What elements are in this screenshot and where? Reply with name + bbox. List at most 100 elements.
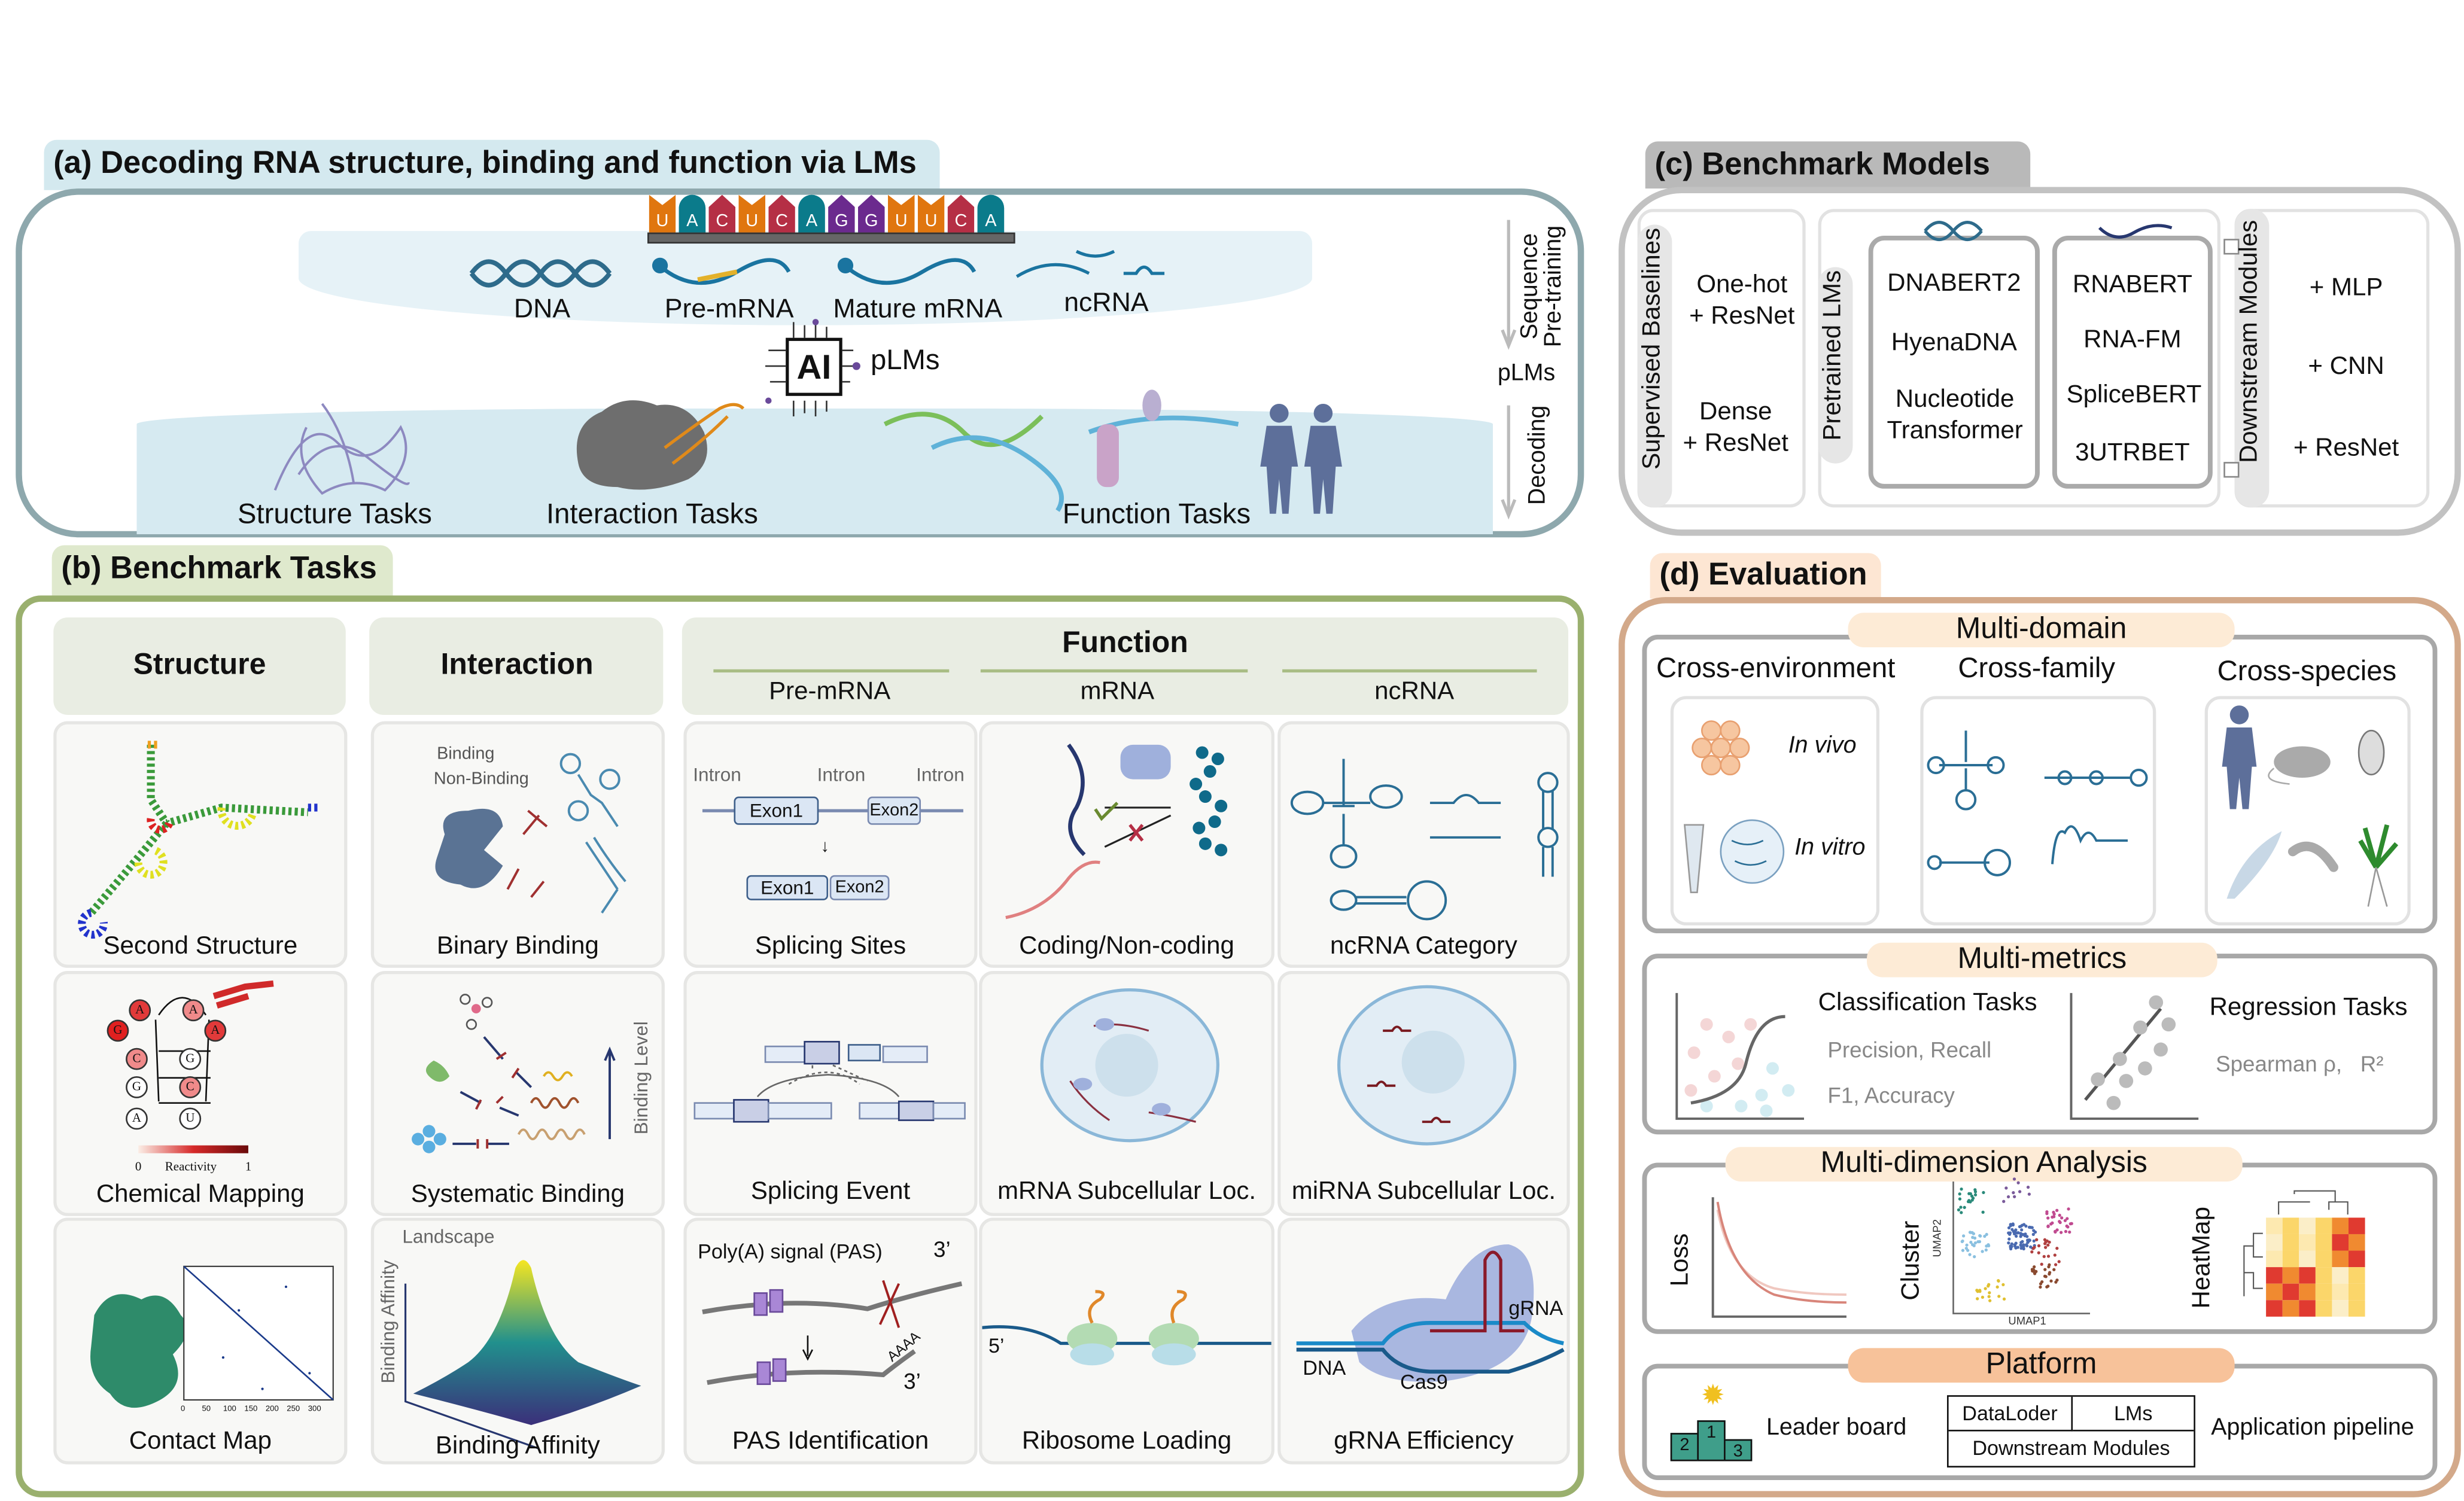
cluster-point: [2033, 1272, 2037, 1275]
module-resnet: + ResNet: [2293, 435, 2399, 462]
in-vivo-label: In vivo: [1788, 732, 1857, 759]
heatmap-label: HeatMap: [2189, 1206, 2216, 1309]
cluster-point: [2049, 1279, 2053, 1283]
pipeline-diagram: DataLoder LMs Downstream Modules: [1946, 1395, 2195, 1467]
task-label: Splicing Event: [750, 1178, 911, 1205]
heatmap-cell: [2266, 1267, 2283, 1284]
test-tube-icon: [1683, 819, 1785, 894]
cluster-point: [2016, 1181, 2020, 1185]
cas9-grna-icon: [1296, 1244, 1565, 1382]
downstream-modules-label: Downstream Modules: [2236, 220, 2263, 464]
heatmap-cell: [2332, 1234, 2349, 1251]
cluster-point: [2008, 1231, 2012, 1235]
cluster-point: [2045, 1285, 2049, 1289]
pre-mrna-strand: [702, 809, 963, 812]
cluster-point: [1988, 1299, 1992, 1302]
task-binary-binding: Binding Non-Binding Binary Binding: [370, 721, 665, 968]
cluster-point: [2045, 1210, 2049, 1214]
nucleotide-tile-a: A: [977, 194, 1005, 236]
heatmap-cell: [2349, 1217, 2365, 1234]
task-coding-noncoding: Coding/Non-coding: [979, 721, 1274, 968]
cluster-point: [2037, 1244, 2041, 1248]
ncrna-icon: [1015, 249, 1165, 278]
cluster-point: [1960, 1187, 1963, 1191]
nucleotide-tile-u: U: [649, 194, 676, 236]
landscape-label: Landscape: [402, 1225, 495, 1248]
cluster-point: [2047, 1265, 2051, 1269]
contact-map-plot: [183, 1265, 334, 1401]
dataloader-box: DataLoder: [1948, 1396, 2073, 1432]
downstream-modules-box: Downstream Modules: [1972, 1436, 2170, 1460]
classification-metrics-2: F1, Accuracy: [1827, 1082, 1955, 1108]
cluster-point: [1967, 1192, 1971, 1195]
cluster-point: [1957, 1208, 1961, 1212]
heatmap-cell: [2332, 1250, 2349, 1268]
cluster-point: [1973, 1241, 1977, 1245]
header-interaction: Interaction: [369, 617, 664, 715]
cas9-label: Cas9: [1400, 1370, 1448, 1394]
contact-map-tick: 150: [244, 1404, 258, 1414]
cluster-point: [2027, 1238, 2030, 1242]
species-icons: [2222, 705, 2399, 907]
cross-species-box: [2204, 696, 2411, 925]
nucleotide-tile-u: U: [738, 194, 766, 236]
cluster-point: [2042, 1255, 2046, 1258]
pre-mrna-icon: [652, 257, 791, 285]
task-label: mRNA Subcellular Loc.: [997, 1178, 1257, 1205]
cluster-point: [1960, 1211, 1963, 1214]
heatmap-cell: [2282, 1217, 2299, 1234]
cluster-point: [1985, 1232, 1988, 1237]
cluster-point: [2019, 1232, 2022, 1235]
loop-base: G: [179, 1048, 202, 1070]
heatmap-cell: [2282, 1250, 2299, 1268]
application-pipeline-label: Application pipeline: [2211, 1414, 2414, 1441]
podium-step-3: 3: [1724, 1439, 1753, 1462]
panel-d-title: (d) Evaluation: [1650, 553, 1881, 599]
cluster-point: [2063, 1219, 2067, 1222]
cluster-point: [1961, 1249, 1965, 1252]
cluster-point: [2012, 1177, 2016, 1181]
header-structure: Structure: [53, 617, 346, 715]
podium-step-2: 2: [1670, 1433, 1699, 1462]
heatmap-cell: [2282, 1300, 2299, 1317]
contact-map-tick: 250: [287, 1404, 300, 1414]
cluster-point: [2027, 1192, 2031, 1196]
in-vitro-label: In vitro: [1794, 834, 1866, 861]
cluster-point: [1973, 1255, 1976, 1259]
cluster-point: [1988, 1291, 1991, 1295]
cluster-point: [2043, 1238, 2047, 1241]
cluster-point: [1981, 1250, 1984, 1253]
cluster-point: [2021, 1223, 2024, 1227]
multi-domain-title: Multi-domain: [1848, 613, 2235, 648]
task-pas-identification: Poly(A) signal (PAS) 3’ AAAA 3’ PAS Iden…: [683, 1217, 978, 1465]
label-mature-mrna: Mature mRNA: [833, 294, 1003, 324]
cluster-point: [2046, 1224, 2050, 1228]
regression-tasks-label: Regression Tasks: [2209, 994, 2408, 1022]
loop-base: G: [126, 1076, 148, 1098]
task-systematic-binding: Binding Level Systematic Binding: [370, 971, 665, 1216]
rna-models-box: [2052, 235, 2213, 489]
cluster-point: [2039, 1285, 2042, 1289]
heatmap-cell: [2349, 1267, 2365, 1284]
heatmap-cell: [2299, 1283, 2316, 1301]
cluster-point: [1968, 1253, 1972, 1256]
cross-family-label: Cross-family: [1958, 651, 2116, 684]
multi-dimension-title: Multi-dimension Analysis: [1725, 1147, 2243, 1182]
subheader-mrna: mRNA: [1080, 678, 1155, 706]
dna-models-box: [1868, 235, 2040, 489]
model-nucleotide-transformer: Nucleotide Transformer: [1887, 386, 2023, 445]
cluster-point: [1976, 1240, 1980, 1244]
task-ncrna-category: ncRNA Category: [1277, 721, 1570, 968]
task-label: Splicing Sites: [755, 933, 906, 960]
heatmap-cell: [2349, 1300, 2365, 1317]
coding-noncoding-icon: [1005, 743, 1228, 920]
panel-a-frame: [16, 188, 1584, 538]
task-label: Contact Map: [129, 1428, 272, 1455]
cluster-point: [2026, 1185, 2030, 1189]
cluster-point: [1962, 1234, 1966, 1238]
heatmap-cell: [2332, 1300, 2349, 1317]
cluster-point: [1969, 1240, 1973, 1244]
panel-d-frame: [1619, 596, 2461, 1497]
